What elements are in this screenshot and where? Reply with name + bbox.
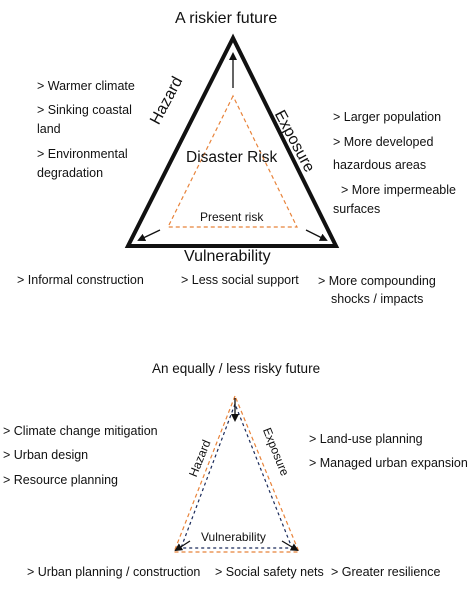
top-vuln-item: shocks / impacts xyxy=(331,292,424,306)
bottom-hazard-item: > Resource planning xyxy=(3,473,119,487)
bottom-arrow-left xyxy=(174,540,191,552)
top-present-label: Present risk xyxy=(200,210,264,224)
arrow-right xyxy=(305,229,328,241)
bottom-exposure-item: > Land-use planning xyxy=(309,432,423,446)
top-hazard-item: > Sinking coastal xyxy=(37,103,132,117)
bottom-vuln-item: > Social safety nets xyxy=(215,565,324,579)
bottom-vuln-item: > Urban planning / construction xyxy=(27,565,201,579)
top-hazard-item: > Warmer climate xyxy=(37,79,135,93)
top-vulnerability-label: Vulnerability xyxy=(184,248,271,265)
top-vuln-item: > Informal construction xyxy=(17,273,144,287)
top-hazard-item: land xyxy=(37,122,61,136)
top-vuln-item: > More compounding xyxy=(318,274,436,288)
top-exposure-item: > More developed xyxy=(333,135,434,149)
top-title: A riskier future xyxy=(175,10,278,27)
bottom-vulnerability-label: Vulnerability xyxy=(201,530,266,544)
top-hazard-item: > Environmental xyxy=(37,147,128,161)
top-center-label: Disaster Risk xyxy=(186,149,278,166)
top-hazard-item: degradation xyxy=(37,166,104,180)
top-exposure-item: hazardous areas xyxy=(333,158,427,172)
arrow-left xyxy=(137,229,161,242)
bottom-vuln-item: > Greater resilience xyxy=(331,565,441,579)
top-exposure-item: > Larger population xyxy=(333,110,442,124)
top-exposure-item: surfaces xyxy=(333,202,381,216)
bottom-arrow-right xyxy=(281,540,299,552)
outer-triangle xyxy=(124,33,340,248)
top-vuln-item: > Less social support xyxy=(181,273,299,287)
bottom-hazard-item: > Urban design xyxy=(3,448,89,462)
bottom-future-triangle xyxy=(180,402,293,549)
top-exposure-item: > More impermeable xyxy=(341,183,456,197)
bottom-hazard-item: > Climate change mitigation xyxy=(3,424,158,438)
present-risk-triangle xyxy=(167,94,298,228)
bottom-title: An equally / less risky future xyxy=(152,361,321,376)
bottom-exposure-item: > Managed urban expansion xyxy=(309,456,468,470)
